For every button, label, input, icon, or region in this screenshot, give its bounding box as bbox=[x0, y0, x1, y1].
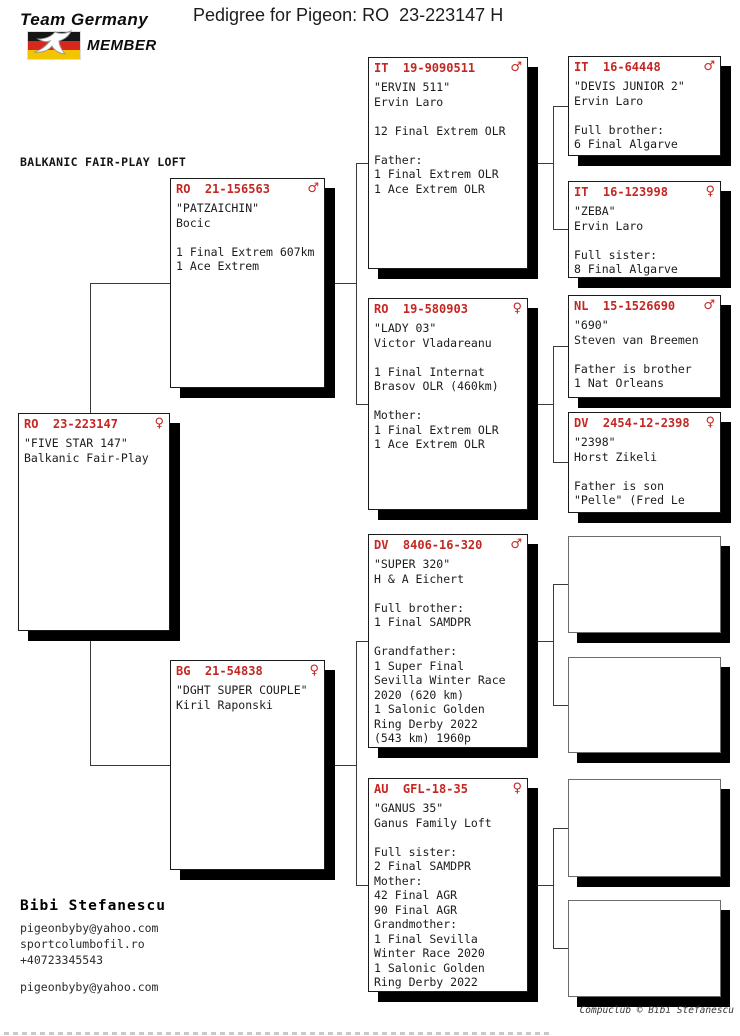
connector-line bbox=[325, 765, 356, 766]
connector-line bbox=[528, 641, 553, 642]
software-credit: Compuclub © Bibi Stefanescu bbox=[579, 1005, 734, 1016]
pigeon-details: "FIVE STAR 147" Balkanic Fair-Play bbox=[24, 436, 149, 465]
male-symbol-icon: ♂ bbox=[510, 537, 522, 552]
ring-number: IT 16-64448 bbox=[574, 60, 661, 74]
cutoff-text-remnant bbox=[4, 1032, 552, 1035]
pedigree-box-sire-dam: RO 19-580903 ♀ "LADY 03" Victor Vladarea… bbox=[368, 298, 528, 510]
pigeon-details: "GANUS 35" Ganus Family Loft Full sister… bbox=[374, 801, 492, 989]
connector-line bbox=[553, 346, 554, 462]
male-symbol-icon: ♂ bbox=[703, 298, 715, 313]
connector-line bbox=[553, 106, 568, 107]
female-symbol-icon: ♀ bbox=[309, 663, 319, 678]
connector-line bbox=[553, 346, 568, 347]
ring-number: BG 21-54838 bbox=[176, 664, 263, 678]
connector-line bbox=[356, 163, 357, 404]
dove-icon bbox=[33, 30, 72, 55]
connector-line bbox=[90, 631, 91, 765]
female-symbol-icon: ♀ bbox=[705, 184, 715, 199]
connector-line bbox=[528, 404, 553, 405]
pigeon-details: "LADY 03" Victor Vladareanu 1 Final Inte… bbox=[374, 321, 499, 451]
connector-line bbox=[90, 283, 170, 284]
pedigree-box-empty bbox=[568, 657, 721, 753]
ring-number: IT 16-123998 bbox=[574, 185, 668, 199]
male-symbol-icon: ♂ bbox=[510, 60, 522, 75]
breeder-website: sportcolumbofil.ro bbox=[20, 937, 145, 951]
pigeon-details: "2398" Horst Zikeli Father is son "Pelle… bbox=[574, 435, 685, 507]
pigeon-details: "SUPER 320" H & A Eichert Full brother: … bbox=[374, 557, 506, 745]
pedigree-box-dam-sire: DV 8406-16-320 ♂ "SUPER 320" H & A Eiche… bbox=[368, 534, 528, 748]
connector-line bbox=[553, 828, 568, 829]
page-title: Pedigree for Pigeon: RO 23-223147 H bbox=[193, 5, 504, 25]
pedigree-box-sire-sire: IT 19-9090511 ♂ "ERVIN 511" Ervin Laro 1… bbox=[368, 57, 528, 269]
ring-number: AU GFL-18-35 bbox=[374, 782, 468, 796]
ring-number: DV 2454-12-2398 bbox=[574, 416, 690, 430]
connector-line bbox=[356, 163, 368, 164]
pedigree-box-subject: RO 23-223147 ♀ "FIVE STAR 147" Balkanic … bbox=[18, 413, 170, 631]
pigeon-details: "DEVIS JUNIOR 2" Ervin Laro Full brother… bbox=[574, 79, 685, 151]
pigeon-details: "690" Steven van Breemen Father is broth… bbox=[574, 318, 699, 390]
ring-number: RO 21-156563 bbox=[176, 182, 270, 196]
connector-line bbox=[356, 641, 357, 885]
ring-number: DV 8406-16-320 bbox=[374, 538, 483, 552]
breeder-email-secondary: pigeonbyby@yahoo.com bbox=[20, 980, 159, 994]
connector-line bbox=[553, 584, 554, 705]
male-symbol-icon: ♂ bbox=[703, 59, 715, 74]
connector-line bbox=[528, 885, 553, 886]
pedigree-box-sire-sire-dam: IT 16-123998 ♀ "ZEBA" Ervin Laro Full si… bbox=[568, 181, 721, 278]
female-symbol-icon: ♀ bbox=[154, 416, 164, 431]
connector-line bbox=[356, 641, 368, 642]
connector-line bbox=[553, 462, 568, 463]
team-germany-logo: Team Germany MEMBER bbox=[20, 10, 157, 59]
ring-number: RO 19-580903 bbox=[374, 302, 468, 316]
connector-line bbox=[528, 163, 553, 164]
female-symbol-icon: ♀ bbox=[512, 781, 522, 796]
loft-name-label: BALKANIC FAIR-PLAY LOFT bbox=[20, 155, 187, 169]
pigeon-details: "DGHT SUPER COUPLE" Kiril Raponski bbox=[176, 683, 308, 712]
pigeon-details: "ZEBA" Ervin Laro Full sister: 8 Final A… bbox=[574, 204, 678, 276]
pedigree-box-empty bbox=[568, 779, 721, 877]
pedigree-box-empty bbox=[568, 536, 721, 633]
male-symbol-icon: ♂ bbox=[307, 181, 319, 196]
logo-text: Team Germany bbox=[20, 10, 149, 29]
female-symbol-icon: ♀ bbox=[705, 415, 715, 430]
german-flag-icon bbox=[28, 30, 80, 59]
pigeon-details: "ERVIN 511" Ervin Laro 12 Final Extrem O… bbox=[374, 80, 506, 196]
pedigree-box-sire-dam-dam: DV 2454-12-2398 ♀ "2398" Horst Zikeli Fa… bbox=[568, 412, 721, 513]
pedigree-box-dam-dam: AU GFL-18-35 ♀ "GANUS 35" Ganus Family L… bbox=[368, 778, 528, 992]
connector-line bbox=[553, 705, 568, 706]
ring-number: IT 19-9090511 bbox=[374, 61, 476, 75]
breeder-email: pigeonbyby@yahoo.com bbox=[20, 921, 159, 935]
connector-line bbox=[325, 283, 356, 284]
connector-line bbox=[90, 765, 170, 766]
pigeon-details: "PATZAICHIN" Bocic 1 Final Extrem 607km … bbox=[176, 201, 315, 273]
connector-line bbox=[553, 229, 568, 230]
connector-line bbox=[553, 106, 554, 229]
connector-line bbox=[553, 584, 568, 585]
female-symbol-icon: ♀ bbox=[512, 301, 522, 316]
connector-line bbox=[90, 283, 91, 413]
logo-member-text: MEMBER bbox=[87, 37, 157, 54]
breeder-phone: +40723345543 bbox=[20, 953, 104, 967]
pedigree-box-sire-dam-sire: NL 15-1526690 ♂ "690" Steven van Breemen… bbox=[568, 295, 721, 398]
connector-line bbox=[356, 404, 368, 405]
breeder-name: Bibi Stefanescu bbox=[20, 898, 166, 914]
pedigree-box-dam: BG 21-54838 ♀ "DGHT SUPER COUPLE" Kiril … bbox=[170, 660, 325, 870]
connector-line bbox=[356, 885, 368, 886]
connector-line bbox=[553, 828, 554, 948]
ring-number: RO 23-223147 bbox=[24, 417, 118, 431]
ring-number: NL 15-1526690 bbox=[574, 299, 676, 313]
connector-line bbox=[553, 948, 568, 949]
pedigree-box-sire-sire-sire: IT 16-64448 ♂ "DEVIS JUNIOR 2" Ervin Lar… bbox=[568, 56, 721, 156]
pedigree-box-empty bbox=[568, 900, 721, 997]
pedigree-box-sire: RO 21-156563 ♂ "PATZAICHIN" Bocic 1 Fina… bbox=[170, 178, 325, 388]
